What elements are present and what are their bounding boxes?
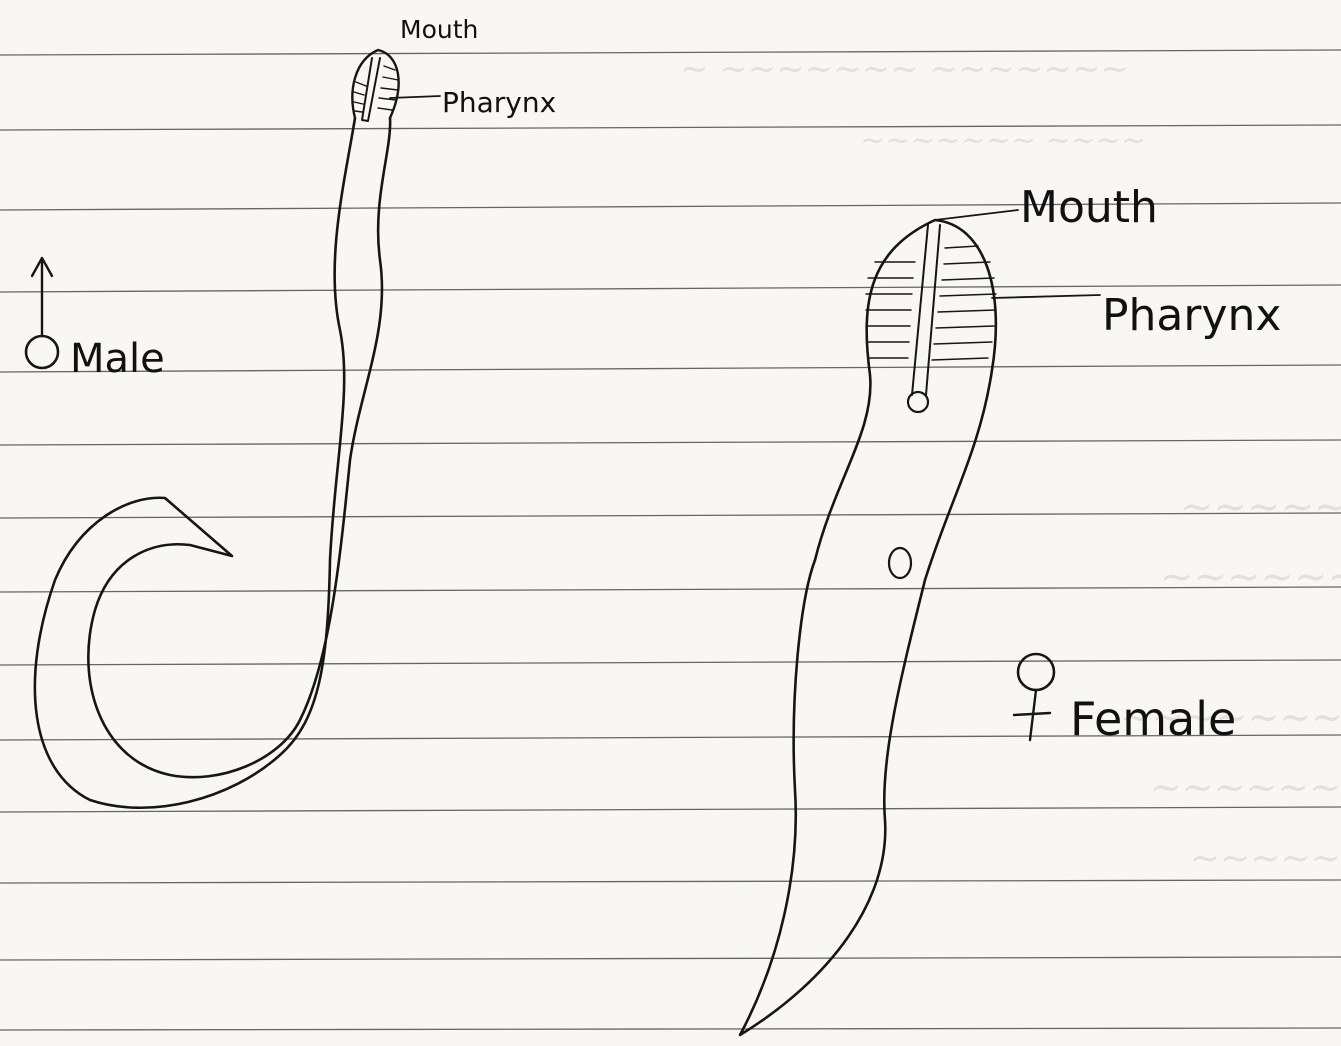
male-worm xyxy=(35,50,440,808)
female-mouth-label: Mouth xyxy=(1020,182,1158,233)
male-pharynx-label: Pharynx xyxy=(442,86,556,119)
svg-text:~~~~~~~~: ~~~~~~~~ xyxy=(1160,554,1341,600)
svg-text:~~~~~: ~~~~~ xyxy=(1190,838,1341,879)
female-label: Female xyxy=(1070,692,1236,746)
female-symbol-icon xyxy=(1014,654,1054,740)
male-mouth-label: Mouth xyxy=(400,15,478,44)
bleed-through-text: ~ ~~~~~~~ ~~~~~~~ ~~~~~~~ ~~~~ ~~~~~~ ~~… xyxy=(680,49,1341,879)
male-symbol-icon xyxy=(26,258,58,368)
svg-text:~~~~~~~ ~~~~: ~~~~~~~ ~~~~ xyxy=(860,123,1146,158)
female-worm xyxy=(740,210,1100,1035)
svg-text:~~~~~~: ~~~~~~ xyxy=(1180,484,1341,530)
male-label: Male xyxy=(70,336,165,382)
svg-text:~ ~~~~~~~ ~~~~~~~: ~ ~~~~~~~ ~~~~~~~ xyxy=(680,49,1129,89)
female-pharynx-label: Pharynx xyxy=(1102,290,1281,341)
svg-text:~~~~~~~~~: ~~~~~~~~~ xyxy=(1150,765,1341,809)
